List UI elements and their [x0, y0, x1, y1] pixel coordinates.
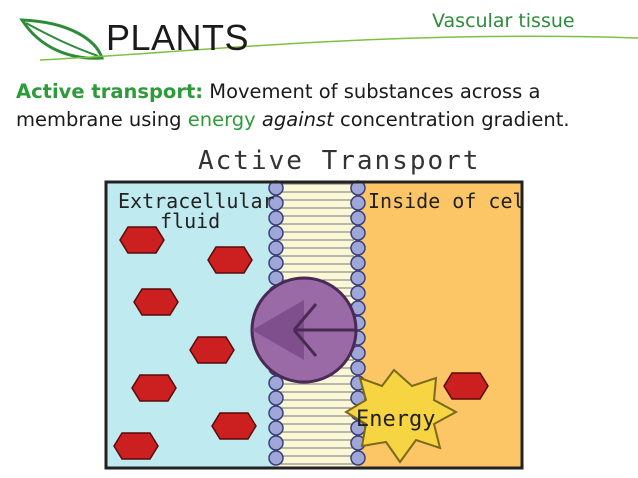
- molecules: [113, 226, 489, 460]
- molecule: [211, 412, 257, 440]
- membrane-head: [268, 375, 284, 391]
- molecule: [189, 336, 235, 364]
- definition-term: Active transport:: [16, 80, 204, 103]
- membrane-head: [350, 225, 366, 241]
- membrane-head: [268, 195, 284, 211]
- diagram-title: Active Transport: [198, 146, 481, 176]
- membrane-head: [350, 450, 366, 466]
- energy-star: Energy: [344, 368, 459, 464]
- slide-header: PLANTS Vascular tissue: [0, 0, 638, 70]
- slide-topic: Vascular tissue: [432, 10, 575, 32]
- cell-inside-label: Inside of cell: [368, 189, 524, 213]
- molecule: [443, 372, 489, 400]
- membrane-head: [350, 270, 366, 286]
- extracellular-label-2: fluid: [160, 209, 220, 233]
- membrane-head: [268, 405, 284, 421]
- membrane-head: [350, 255, 366, 271]
- definition-part2: concentration gradient.: [333, 108, 570, 131]
- slide-title: PLANTS: [106, 17, 250, 58]
- membrane-head: [268, 225, 284, 241]
- membrane-head: [268, 390, 284, 406]
- molecule: [207, 246, 253, 274]
- definition-part1: Movement of substances across a membrane…: [16, 80, 541, 131]
- carrier-protein: [250, 276, 358, 384]
- membrane-head: [268, 210, 284, 226]
- membrane-head: [268, 450, 284, 466]
- membrane-heads: [268, 180, 366, 466]
- membrane-head: [350, 195, 366, 211]
- membrane-head: [350, 240, 366, 256]
- leaf-logo-icon: [19, 18, 638, 61]
- membrane-head: [350, 210, 366, 226]
- molecule: [113, 432, 159, 460]
- membrane-head: [268, 255, 284, 271]
- membrane-head: [268, 420, 284, 436]
- molecule: [119, 226, 165, 254]
- membrane-head: [268, 240, 284, 256]
- membrane-head: [268, 435, 284, 451]
- extracellular-label: Extracellular: [118, 189, 275, 213]
- energy-label: Energy: [356, 407, 435, 432]
- membrane-head: [350, 285, 366, 301]
- energy-word: energy: [187, 108, 256, 131]
- against-word: against: [261, 108, 334, 131]
- molecule: [133, 288, 179, 316]
- definition-text: Active transport: Movement of substances…: [16, 78, 626, 134]
- molecule: [131, 374, 177, 402]
- active-transport-diagram: Extracellular fluid Inside of cell Energ…: [104, 180, 524, 470]
- membrane-head: [350, 360, 366, 376]
